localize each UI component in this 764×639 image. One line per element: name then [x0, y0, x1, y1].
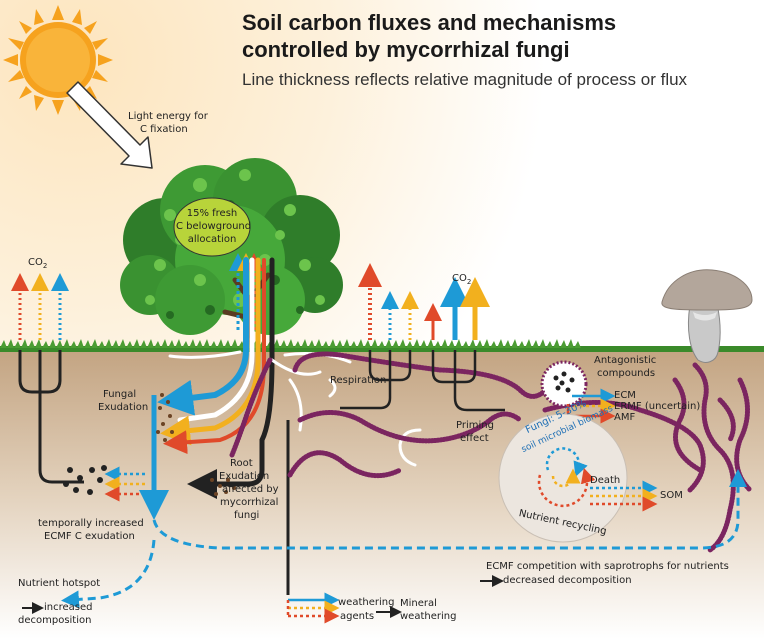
grass-strip [0, 339, 764, 352]
label-co2-left: CO2 [28, 257, 48, 270]
label-temporal-2: ECMF C exudation [44, 531, 135, 542]
fungi-biomass-circle [498, 413, 658, 543]
label-hotspot-1: Nutrient hotspot [18, 578, 101, 589]
label-weathering-2: agents [340, 611, 375, 622]
respiration-trident [340, 263, 419, 410]
label-root-exudation-5: fungi [234, 510, 260, 521]
page-title-line-2: controlled by mycorrhizal fungi [242, 37, 570, 62]
microbe-cluster-left [63, 465, 107, 495]
label-root-exudation-1: Root [230, 458, 253, 469]
allocation-bubble [173, 197, 251, 257]
label-antagonistic-2: compounds [597, 368, 656, 379]
label-mineral-1: Mineral [400, 598, 437, 609]
label-light-energy-2: C fixation [140, 124, 188, 135]
label-antagonistic-1: Antagonistic [594, 355, 657, 366]
label-som: SOM [660, 490, 683, 501]
sun-icon [3, 5, 113, 115]
deep-root [286, 420, 402, 624]
fungal-hyphae [229, 351, 753, 553]
label-allocation-3: allocation [187, 234, 237, 245]
label-mineral-2: weathering [400, 611, 457, 622]
label-root-exudation-4: mycorrhizal [220, 497, 279, 508]
label-weathering-1: weathering [338, 597, 395, 608]
soil-layer [0, 350, 764, 639]
label-fungal-exudation-1: Fungal [103, 389, 137, 400]
competition-dashed-curve [22, 469, 747, 614]
label-co2-right: CO2 [452, 273, 472, 286]
page-subtitle: Line thickness reflects relative magnitu… [242, 70, 688, 89]
label-light-energy-1: Light energy for [128, 111, 208, 122]
label-priming-1: Priming [456, 420, 494, 431]
label-amf: AMF [614, 412, 636, 423]
label-respiration: Respiration [330, 375, 387, 386]
label-allocation-2: C belowground [176, 221, 252, 232]
mushroom-icon [661, 269, 753, 363]
exudate-dots [156, 393, 236, 496]
label-fungal-exudation-2: Exudation [98, 402, 149, 413]
label-root-exudation-2: Exudation [219, 471, 270, 482]
label-ermf: ERMF (uncertain) [614, 401, 701, 412]
label-competition-1: ECMF competition with saprotrophs for nu… [486, 561, 729, 572]
label-temporal-1: temporally increased [38, 518, 144, 529]
light-energy-arrow [66, 81, 153, 169]
label-allocation-1: 15% fresh [186, 208, 238, 219]
label-death: Death [590, 475, 621, 486]
label-competition-2: decreased decomposition [503, 575, 632, 586]
label-priming-2: effect [460, 433, 489, 444]
priming-trident [424, 277, 505, 412]
label-ecm: ECM [614, 390, 636, 401]
page-title-line-1: Soil carbon fluxes and mechanisms [242, 10, 617, 35]
label-hotspot-3: decomposition [18, 615, 92, 626]
antagonistic-cell [540, 360, 616, 424]
label-root-exudation-3: affected by [222, 484, 279, 495]
label-hotspot-2: increased [44, 602, 93, 613]
co2-left-trident [11, 273, 84, 484]
